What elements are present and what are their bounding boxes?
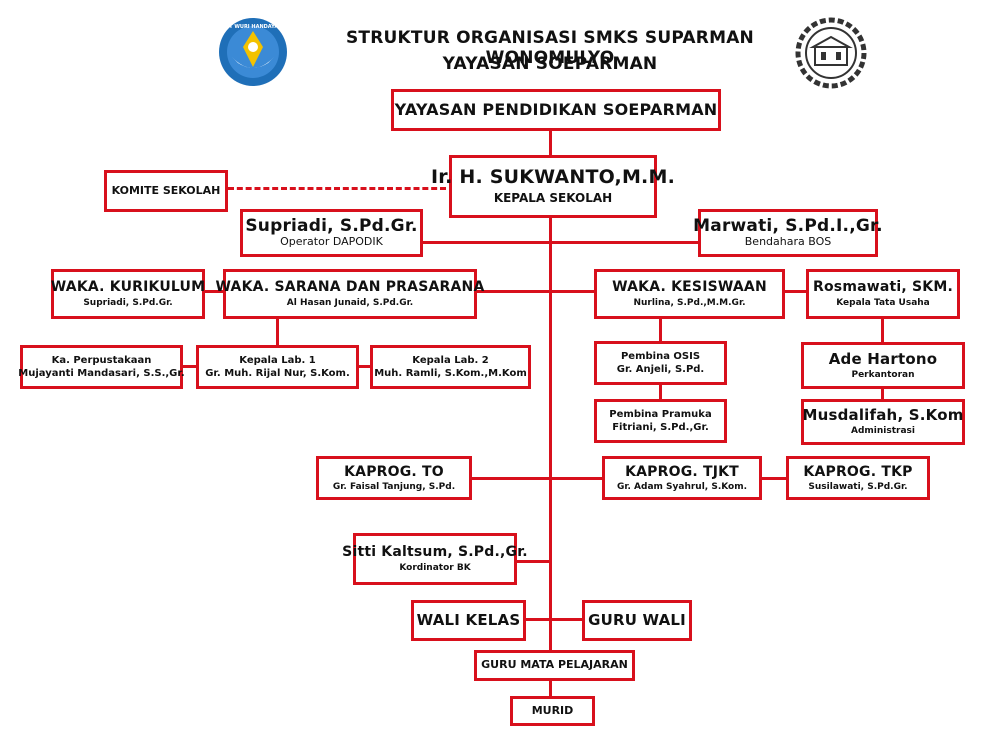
node-yayasan: YAYASAN PENDIDIKAN SOEPARMAN <box>391 89 721 131</box>
node-kaprog-to-role: Gr. Faisal Tanjung, S.Pd. <box>332 481 456 492</box>
node-pembina-osis-role: Gr. Anjeli, S.Pd. <box>616 364 705 375</box>
node-waka-sarpras-role: Al Hasan Junaid, S.Pd.Gr. <box>286 298 414 309</box>
node-komite-name: KOMITE SEKOLAH <box>111 183 221 197</box>
node-guru-mapel-name: GURU MATA PELAJARAN <box>481 658 628 672</box>
node-perkantoran-name: Ade Hartono <box>828 349 938 368</box>
node-bk-name: Sitti Kaltsum, S.Pd.,Gr. <box>342 544 528 561</box>
node-kepala-tu: Rosmawati, SKM. Kepala Tata Usaha <box>806 269 960 319</box>
node-perpustakaan: Ka. Perpustakaan Mujayanti Mandasari, S.… <box>18 345 185 389</box>
node-operator-name: Supriadi, S.Pd.Gr. <box>245 215 418 236</box>
school-building-logo-icon <box>795 17 867 89</box>
node-kaprog-tkp: KAPROG. TKP Susilawati, S.Pd.Gr. <box>786 456 930 500</box>
connector-perkantoran-admin <box>881 387 884 401</box>
node-perkantoran-role: Perkantoran <box>851 369 915 380</box>
connector-bk <box>515 560 551 563</box>
node-kepala-lab1-name: Kepala Lab. 1 <box>239 354 316 366</box>
node-pembina-pramuka-role: Fitriani, S.Pd.,Gr. <box>612 422 709 433</box>
node-kaprog-tjkt: KAPROG. TJKT Gr. Adam Syahrul, S.Kom. <box>602 456 762 500</box>
node-guru-mapel: GURU MATA PELAJARAN <box>474 650 635 681</box>
node-administrasi: Musdalifah, S.Kom Administrasi <box>801 399 965 445</box>
node-waka-kurikulum: WAKA. KURIKULUM Supriadi, S.Pd.Gr. <box>51 269 205 319</box>
node-wali-kelas: WALI KELAS <box>411 600 526 641</box>
connector-wali <box>524 618 584 621</box>
node-murid-name: MURID <box>531 703 574 717</box>
node-kaprog-tjkt-role: Gr. Adam Syahrul, S.Kom. <box>616 481 748 492</box>
connector-tu-down <box>881 318 884 344</box>
node-perpustakaan-name: Ka. Perpustakaan <box>51 354 152 366</box>
node-pembina-pramuka: Pembina Pramuka Fitriani, S.Pd.,Gr. <box>594 399 727 443</box>
node-waka-kesiswaan: WAKA. KESISWAAN Nurlina, S.Pd.,M.M.Gr. <box>594 269 785 319</box>
connector-kesiswaan-tu <box>783 290 808 293</box>
node-administrasi-name: Musdalifah, S.Kom <box>802 406 964 425</box>
connector-osis-pramuka <box>659 383 662 401</box>
node-pembina-osis: Pembina OSIS Gr. Anjeli, S.Pd. <box>594 341 727 385</box>
node-perkantoran: Ade Hartono Perkantoran <box>801 342 965 389</box>
node-waka-sarpras-name: WAKA. SARANA DAN PRASARANA <box>215 279 485 296</box>
node-kaprog-to: KAPROG. TO Gr. Faisal Tanjung, S.Pd. <box>316 456 472 500</box>
logo-text: TUT WURI HANDAYANI <box>221 24 285 30</box>
node-waka-kesiswaan-name: WAKA. KESISWAAN <box>612 279 767 296</box>
node-kepala-lab2: Kepala Lab. 2 Muh. Ramli, S.Kom.,M.Kom <box>370 345 531 389</box>
node-kepala-lab1: Kepala Lab. 1 Gr. Muh. Rijal Nur, S.Kom. <box>196 345 359 389</box>
node-perpustakaan-role: Mujayanti Mandasari, S.S.,Gr. <box>18 368 185 379</box>
node-operator-role: Operator DAPODIK <box>280 235 383 249</box>
node-komite: KOMITE SEKOLAH <box>104 170 228 212</box>
connector-komite-dashed <box>228 187 446 190</box>
node-guru-wali-name: GURU WALI <box>588 610 686 629</box>
page-title: STRUKTUR ORGANISASI SMKS SUPARMAN WONOMU… <box>345 28 754 68</box>
node-operator: Supriadi, S.Pd.Gr. Operator DAPODIK <box>240 209 423 257</box>
node-kaprog-to-name: KAPROG. TO <box>344 463 444 480</box>
node-murid: MURID <box>510 696 595 726</box>
node-kepala-lab2-name: Kepala Lab. 2 <box>412 354 489 366</box>
page-subtitle: YAYASAN SOEPARMAN <box>442 54 658 74</box>
connector-row1 <box>420 241 702 244</box>
node-kepala-tu-role: Kepala Tata Usaha <box>836 298 930 309</box>
node-waka-kurikulum-name: WAKA. KURIKULUM <box>50 279 206 296</box>
node-kepala-sekolah: Ir. H. SUKWANTO,M.M. KEPALA SEKOLAH <box>431 155 675 218</box>
node-kepsek-role: KEPALA SEKOLAH <box>493 191 613 206</box>
node-yayasan-name: YAYASAN PENDIDIKAN SOEPARMAN <box>394 99 718 119</box>
node-waka-kesiswaan-role: Nurlina, S.Pd.,M.M.Gr. <box>633 298 746 309</box>
node-wali-kelas-name: WALI KELAS <box>416 610 521 629</box>
connector-main-vertical <box>549 128 552 698</box>
connector-sarpras-down <box>276 318 279 348</box>
node-bendahara-role: Bendahara BOS <box>744 235 832 249</box>
node-kaprog-tkp-role: Susilawati, S.Pd.Gr. <box>808 481 908 492</box>
connector-kesiswaan-down <box>659 318 662 343</box>
node-waka-sarpras: WAKA. SARANA DAN PRASARANA Al Hasan Juna… <box>216 269 484 319</box>
node-waka-kurikulum-role: Supriadi, S.Pd.Gr. <box>83 298 173 309</box>
node-kaprog-tkp-name: KAPROG. TKP <box>803 463 913 480</box>
node-bendahara-name: Marwati, S.Pd.I.,Gr. <box>693 215 883 236</box>
node-pembina-pramuka-name: Pembina Pramuka <box>609 408 712 420</box>
node-guru-wali: GURU WALI <box>582 600 692 641</box>
node-kepala-tu-name: Rosmawati, SKM. <box>812 279 953 296</box>
node-kepsek-name: Ir. H. SUKWANTO,M.M. <box>431 166 676 189</box>
node-administrasi-role: Administrasi <box>851 426 915 437</box>
node-kepala-lab2-role: Muh. Ramli, S.Kom.,M.Kom <box>374 368 527 379</box>
node-bendahara: Marwati, S.Pd.I.,Gr. Bendahara BOS <box>693 209 883 257</box>
tut-wuri-handayani-logo: TUT WURI HANDAYANI <box>218 17 288 87</box>
node-bk-role: Kordinator BK <box>399 563 471 574</box>
node-pembina-osis-name: Pembina OSIS <box>620 350 701 362</box>
node-kaprog-tjkt-name: KAPROG. TJKT <box>625 463 739 480</box>
connector-row2-right <box>550 290 610 293</box>
node-kordinator-bk: Sitti Kaltsum, S.Pd.,Gr. Kordinator BK <box>342 533 528 585</box>
node-kepala-lab1-role: Gr. Muh. Rijal Nur, S.Kom. <box>205 368 350 379</box>
